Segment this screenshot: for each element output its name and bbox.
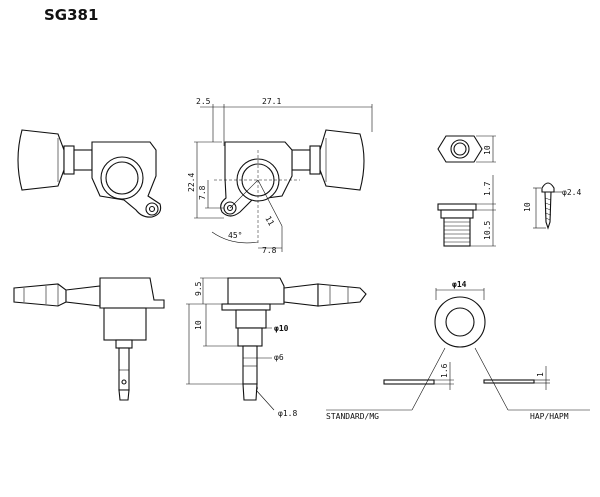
dim-7-8-vertical: 7.8 (198, 185, 207, 200)
dim-9-5: 9.5 (194, 281, 203, 296)
dim-phi-14: φ14 (452, 280, 467, 289)
dim-7-8-horizontal: 7.8 (262, 246, 277, 255)
dim-1: 1 (536, 372, 545, 377)
dim-phi-2-4: φ2.4 (562, 188, 581, 197)
page-title: SG381 (44, 6, 99, 24)
dim-10-nut: 10 (483, 145, 492, 155)
dim-22-4: 22.4 (187, 173, 196, 192)
dim-2-5: 2.5 (196, 97, 211, 106)
dim-11: 11 (263, 215, 276, 228)
dim-phi-10: φ10 (274, 324, 289, 333)
dim-27-1: 27.1 (262, 97, 281, 106)
dim-10-shaft: 10 (194, 320, 203, 330)
dim-phi-1-8: φ1.8 (278, 409, 297, 418)
dim-45-deg: 45° (228, 231, 242, 240)
side-view-left (13, 277, 165, 401)
screw-view (533, 182, 562, 230)
dim-1-7: 1.7 (483, 181, 492, 196)
dim-1-6: 1.6 (440, 363, 449, 378)
nut-views (437, 135, 496, 247)
label-hap-hapm: HAP/HAPM (530, 412, 569, 421)
side-view-dimensioned (186, 277, 367, 411)
dim-10-screw: 10 (523, 202, 532, 212)
dim-phi-6: φ6 (274, 353, 284, 362)
front-view-left (17, 129, 162, 218)
washer-views (326, 288, 590, 411)
label-standard-mg: STANDARD/MG (326, 412, 379, 421)
dim-10-5: 10.5 (483, 221, 492, 240)
front-view-dimensioned (194, 104, 373, 252)
